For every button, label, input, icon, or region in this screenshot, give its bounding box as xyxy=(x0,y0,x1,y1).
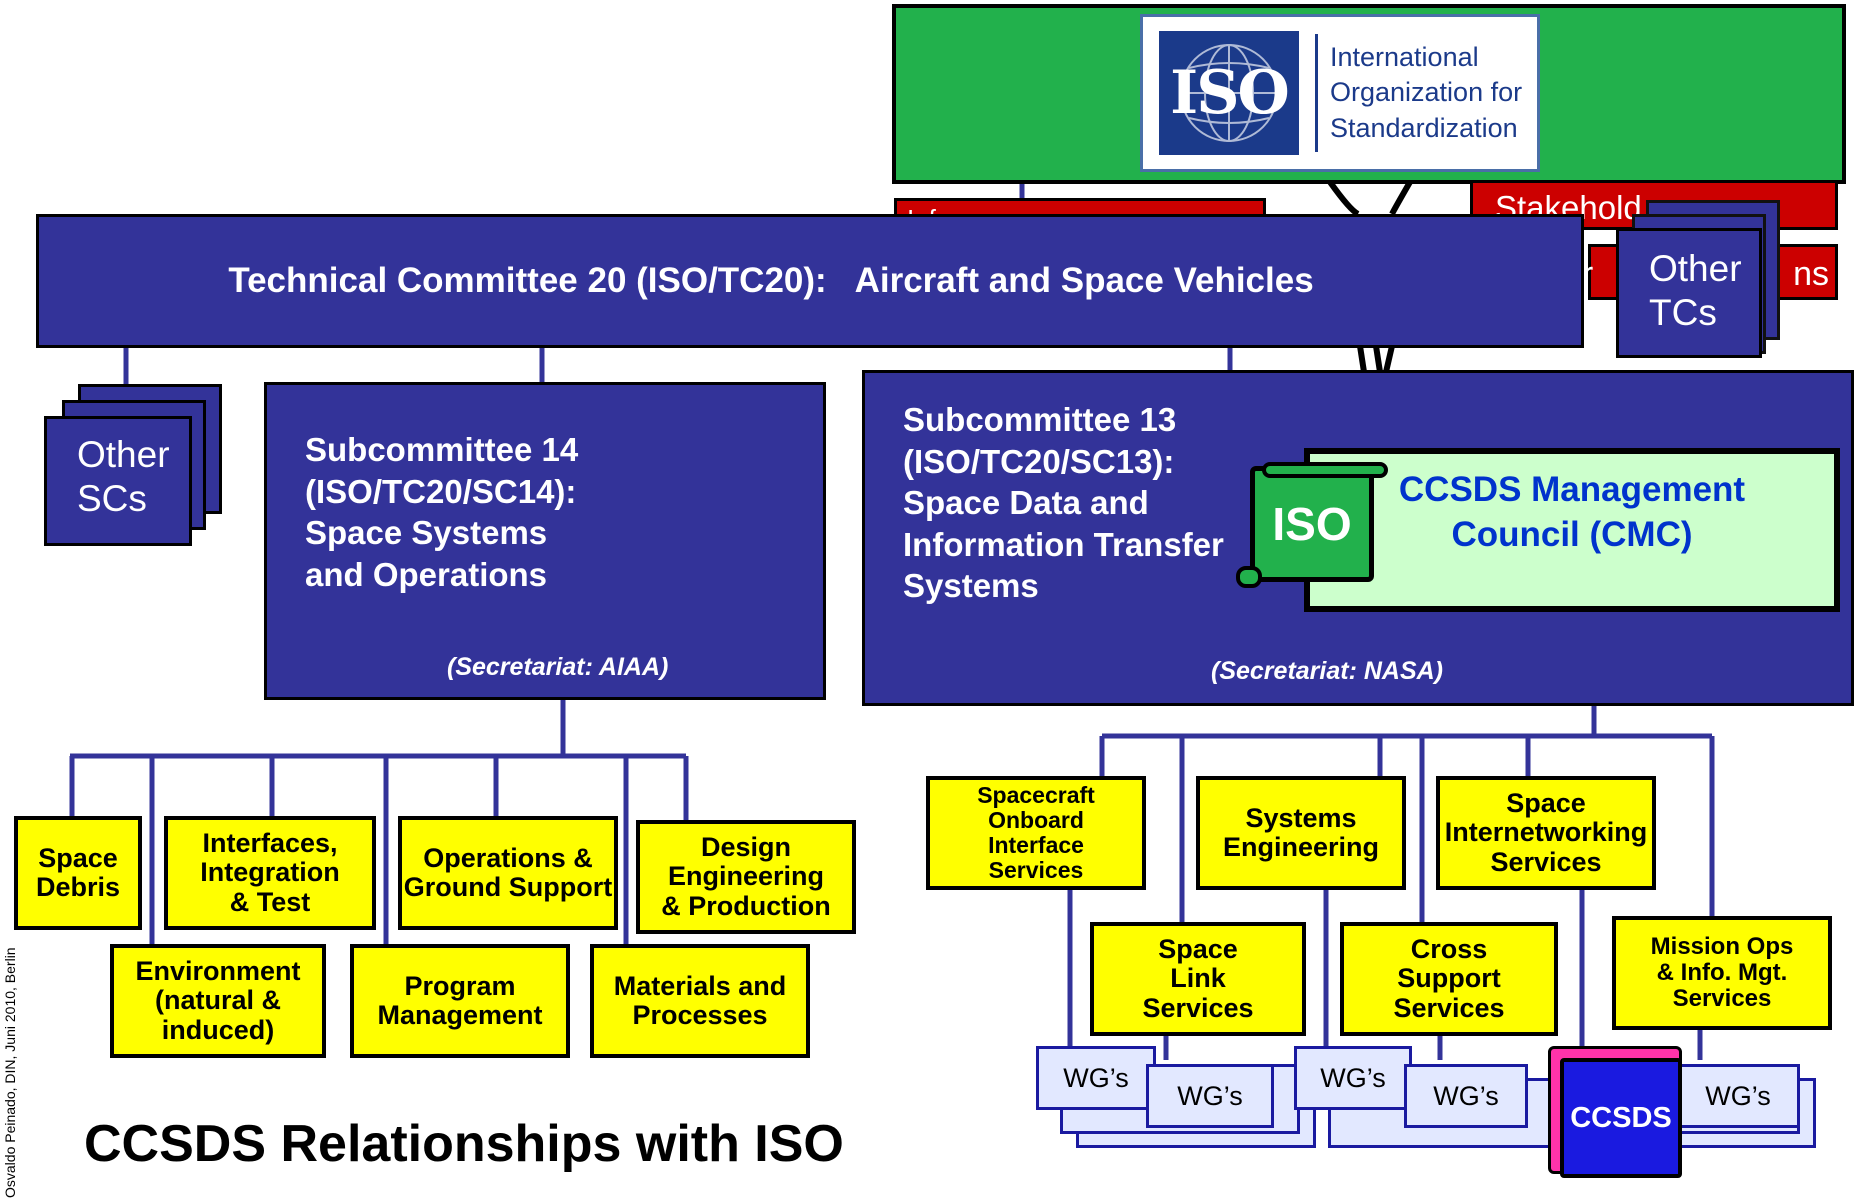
tc20-box[interactable]: Technical Committee 20 (ISO/TC20): Aircr… xyxy=(36,214,1584,348)
side-footer: Osvaldo Peinado, DIN, Juni 2010, Berlin xyxy=(2,947,18,1198)
iso-scroll-top-roll xyxy=(1262,462,1388,478)
wg-box[interactable]: WG’s xyxy=(1676,1064,1800,1128)
area-systems-engineering[interactable]: Systems Engineering xyxy=(1196,776,1406,890)
ccsds-book-icon: CCSDS xyxy=(1560,1058,1682,1178)
other-tcs-label: Other TCs xyxy=(1649,248,1742,334)
area-space-internetworking[interactable]: Space Internetworking Services xyxy=(1436,776,1656,890)
ccsds-book-label: CCSDS xyxy=(1570,1101,1672,1134)
wg-materials-processes[interactable]: Materials and Processes xyxy=(590,944,810,1058)
iso-logo-acronym: ISO xyxy=(1170,58,1290,128)
iso-logo: ISO International Organization for Stand… xyxy=(1140,14,1540,172)
area-spacecraft-onboard[interactable]: Spacecraft Onboard Interface Services xyxy=(926,776,1146,890)
iso-scroll-bottom-roll xyxy=(1236,566,1262,588)
iso-scroll-icon: ISO xyxy=(1250,466,1374,582)
sc14-secretariat: (Secretariat: AIAA) xyxy=(447,653,669,681)
other-scs-label: Other SCs xyxy=(77,434,170,519)
wg-interfaces-integration-test[interactable]: Interfaces, Integration & Test xyxy=(164,816,376,930)
iso-scroll-label: ISO xyxy=(1272,498,1352,550)
cmc-label: CCSDS Management Council (CMC) xyxy=(1398,470,1746,554)
wg-box[interactable]: WG’s xyxy=(1294,1046,1412,1110)
area-mission-ops[interactable]: Mission Ops & Info. Mgt. Services xyxy=(1612,916,1832,1030)
cmc-box[interactable]: CCSDS Management Council (CMC) xyxy=(1304,448,1840,612)
wg-program-management[interactable]: Program Management xyxy=(350,944,570,1058)
iso-globe-icon: ISO xyxy=(1159,31,1299,155)
sc13-secretariat: (Secretariat: NASA) xyxy=(1211,657,1444,685)
wg-operations-ground-support[interactable]: Operations & Ground Support xyxy=(398,816,618,930)
iso-logo-divider xyxy=(1315,34,1318,152)
wg-box[interactable]: WG’s xyxy=(1036,1046,1156,1110)
area-space-link[interactable]: Space Link Services xyxy=(1090,922,1306,1036)
other-scs-box[interactable]: Other SCs xyxy=(44,416,192,546)
wg-design-engineering-production[interactable]: Design Engineering & Production xyxy=(636,820,856,934)
iso-logo-name: International Organization for Standardi… xyxy=(1330,41,1523,143)
wg-environment[interactable]: Environment (natural & induced) xyxy=(110,944,326,1058)
sc14-box[interactable]: Subcommittee 14 (ISO/TC20/SC14): Space S… xyxy=(264,382,826,700)
wg-box[interactable]: WG’s xyxy=(1146,1064,1274,1128)
area-cross-support[interactable]: Cross Support Services xyxy=(1340,922,1558,1036)
sc14-title: Subcommittee 14 (ISO/TC20/SC14): Space S… xyxy=(305,431,579,593)
sc13-title: Subcommittee 13 (ISO/TC20/SC13): Space D… xyxy=(903,401,1224,605)
other-tcs-box[interactable]: Other TCs xyxy=(1616,228,1762,358)
tc20-title: Technical Committee 20 (ISO/TC20): Aircr… xyxy=(228,261,1314,300)
wg-box[interactable]: WG’s xyxy=(1404,1064,1528,1128)
page-title: CCSDS Relationships with ISO xyxy=(84,1115,844,1173)
wg-space-debris[interactable]: Space Debris xyxy=(14,816,142,930)
